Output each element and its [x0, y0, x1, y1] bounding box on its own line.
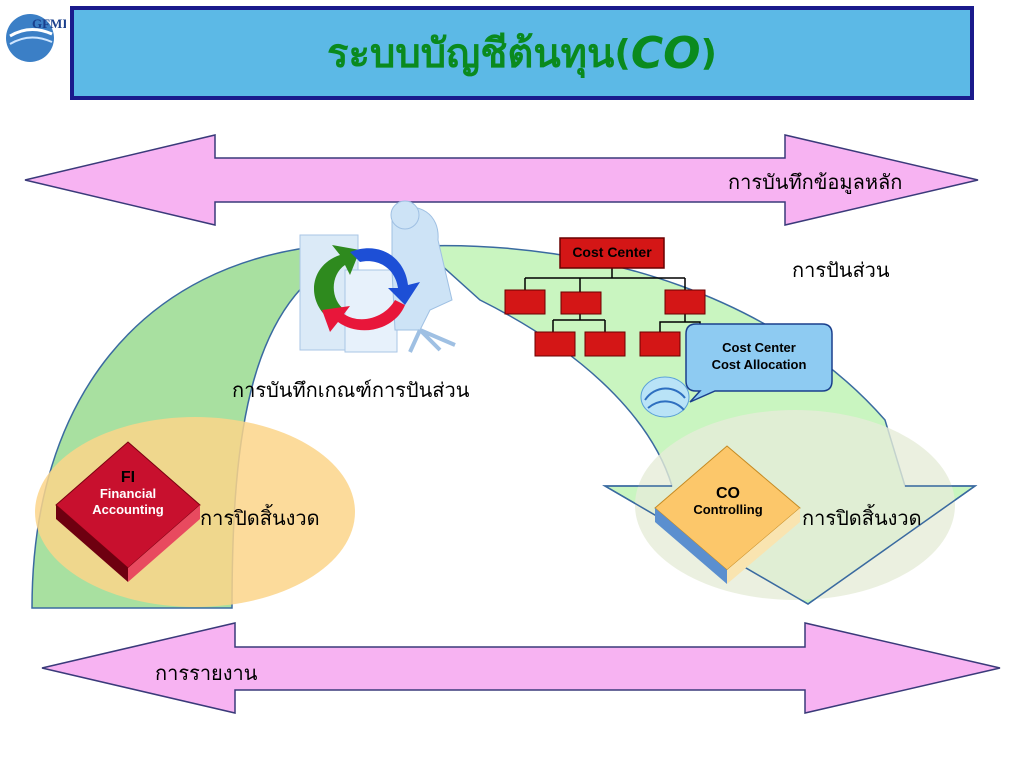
- logo-text: GFMIS: [32, 16, 66, 31]
- allocation-label: การปันส่วน: [792, 258, 890, 282]
- callout-line2: Cost Allocation: [711, 357, 807, 372]
- gfmis-logo: GFMIS: [2, 4, 75, 68]
- cost-center-root-box: [559, 237, 665, 269]
- title-co: CO: [630, 27, 701, 79]
- cost-center-box: [504, 289, 546, 315]
- cost-center-box: [639, 331, 681, 357]
- co-cube: [654, 445, 801, 584]
- page-title: ระบบบัญชีต้นทุน ( CO ): [70, 6, 974, 100]
- callout-text: Cost Center Cost Allocation: [686, 339, 832, 373]
- period-close-left-label: การปิดสิ้นงวด: [200, 506, 320, 530]
- co-line1: Controlling: [693, 502, 763, 517]
- reporting-arrow: [41, 622, 1001, 714]
- title-paren-close: ): [700, 32, 717, 74]
- master-data-arrow: [24, 134, 979, 226]
- swirl-icon: [640, 376, 690, 418]
- reporting-label: การรายงาน: [155, 661, 258, 685]
- master-data-label: การบันทึกข้อมูลหลัก: [728, 170, 903, 194]
- period-close-right-label: การปิดสิ้นงวด: [802, 506, 922, 530]
- allocation-callout: [685, 323, 833, 403]
- fi-cube: [55, 441, 201, 582]
- cost-center-root-label: Cost Center: [572, 244, 652, 260]
- cost-center-box: [584, 331, 626, 357]
- cost-center-box: [664, 289, 706, 315]
- fi-line1: Financial: [99, 486, 157, 501]
- org-chart-lines: [524, 268, 701, 332]
- fi-line2: Accounting: [92, 502, 164, 517]
- recycle-office-icon: [299, 200, 456, 353]
- co-arrow-outline: [602, 485, 978, 605]
- callout-line1: Cost Center: [722, 340, 796, 355]
- fi-title: FI: [120, 469, 136, 486]
- fi-cube-label: FI Financial Accounting: [78, 470, 178, 518]
- cost-center-box: [534, 331, 576, 357]
- title-banner: [70, 6, 974, 100]
- title-thai: ระบบบัญชีต้นทุน: [326, 31, 615, 77]
- title-paren-open: (: [614, 32, 631, 74]
- allocation-record-label: การบันทึกเกณฑ์การปันส่วน: [232, 378, 470, 402]
- cost-center-box: [560, 291, 602, 315]
- co-title: CO: [716, 485, 740, 502]
- co-cube-label: CO Controlling: [678, 486, 778, 518]
